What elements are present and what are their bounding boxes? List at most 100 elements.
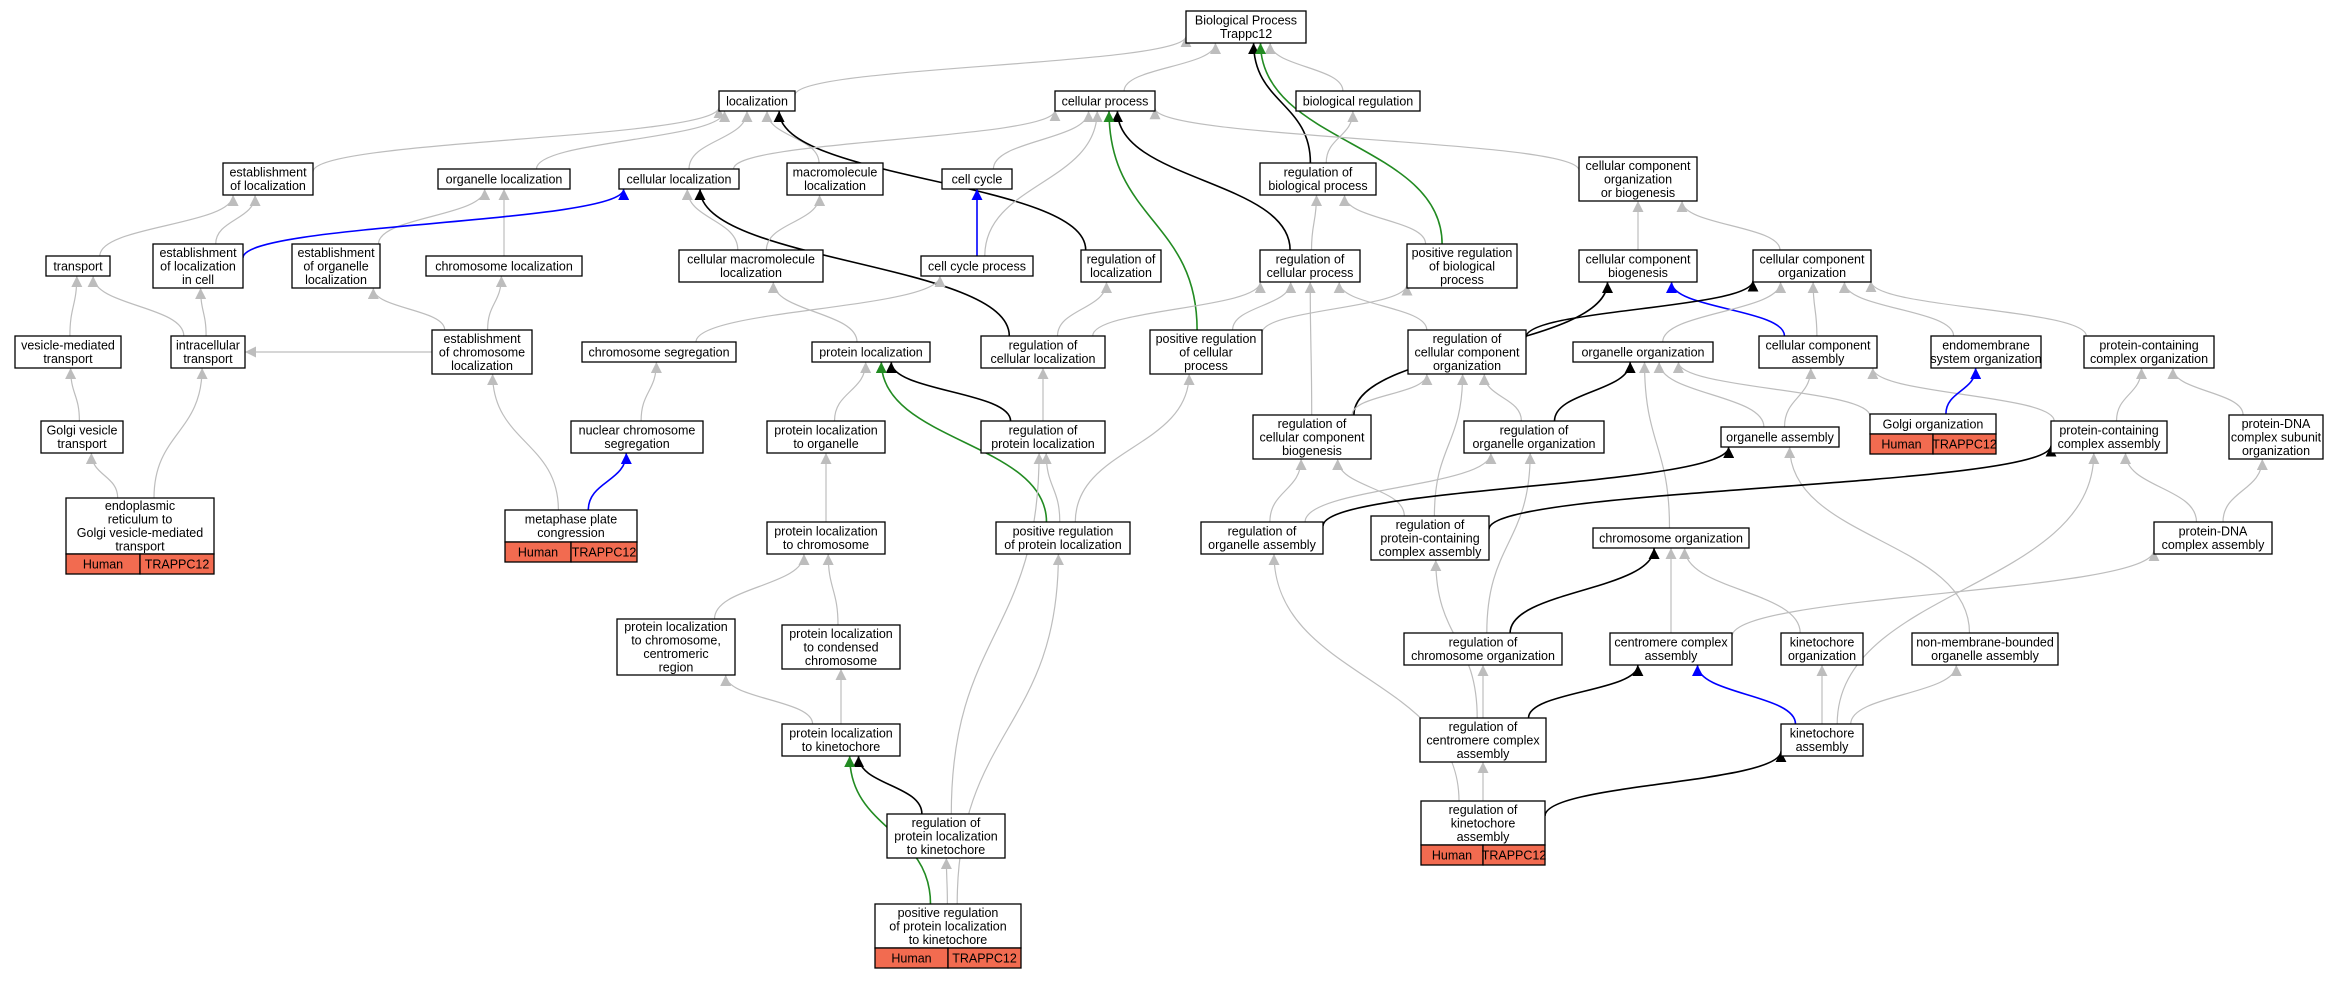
node-label-line: cellular localization — [991, 352, 1096, 366]
node-label-line: regulation of — [1449, 636, 1518, 650]
gene-label: TRAPPC12 — [1482, 848, 1547, 862]
edge-is-a — [1264, 42, 1344, 92]
edge-is-a — [1867, 367, 2055, 422]
go-term-node-cell-cycle[interactable]: cell cycle — [941, 168, 1013, 190]
go-term-node-organelle-assembly[interactable]: organelle assembly — [1720, 426, 1840, 448]
go-term-node-organelle-localization[interactable]: organelle localization — [437, 168, 571, 190]
gene-label: TRAPPC12 — [572, 545, 637, 559]
node-box — [781, 723, 901, 757]
node-box — [1080, 249, 1162, 283]
edge-is-a — [215, 194, 261, 245]
node-label-line: of localization — [160, 259, 236, 273]
go-term-node-cellular-localization[interactable]: cellular localization — [618, 168, 740, 190]
go-term-node-chromosome-organization[interactable]: chromosome organization — [1592, 527, 1750, 549]
go-term-node-protein-localization[interactable]: protein localization — [811, 341, 931, 363]
node-box — [431, 329, 533, 375]
node-label-line: intracellular — [176, 339, 240, 353]
edge-is-a — [640, 361, 662, 422]
edge-is-a — [1056, 281, 1112, 337]
edge-is-a — [2120, 452, 2198, 523]
gene-cell — [1932, 433, 1997, 455]
edge-is-a — [720, 674, 814, 725]
node-label-line: localization — [726, 94, 788, 108]
edge-is-a — [1433, 373, 1469, 517]
node-box — [2083, 335, 2215, 369]
go-term-node-cellular-process[interactable]: cellular process — [1054, 90, 1156, 112]
species-label: Human — [518, 545, 558, 559]
edge-is-a — [1310, 194, 1322, 251]
go-term-node-chromosome-segregation[interactable]: chromosome segregation — [581, 341, 737, 363]
node-label-line: system organization — [1930, 352, 2041, 366]
edge-regulates — [1322, 446, 1735, 527]
node-box — [1578, 156, 1698, 202]
node-label-line: regulation of — [912, 816, 981, 830]
go-term-node-transport[interactable]: transport — [45, 255, 111, 277]
node-box — [941, 168, 1013, 190]
go-term-node-organelle-organization[interactable]: organelle organization — [1572, 341, 1714, 363]
node-label-line: centromeric — [643, 647, 708, 661]
edge-is-a — [1304, 452, 1497, 523]
species-label: Human — [1881, 437, 1921, 451]
node-label-line: assembly — [1796, 740, 1850, 754]
go-term-node-biological-regulation[interactable]: biological regulation — [1295, 90, 1421, 112]
edge-part-of — [1692, 664, 1797, 725]
go-term-node-chromosome-localization[interactable]: chromosome localization — [425, 255, 583, 277]
go-term-node-cell-cycle-process[interactable]: cell cycle process — [920, 255, 1034, 277]
go-term-node-localization[interactable]: localization — [718, 90, 796, 112]
node-box — [766, 420, 886, 454]
edge-is-a — [1784, 446, 1971, 634]
node-label-line: of chromosome — [439, 345, 525, 359]
